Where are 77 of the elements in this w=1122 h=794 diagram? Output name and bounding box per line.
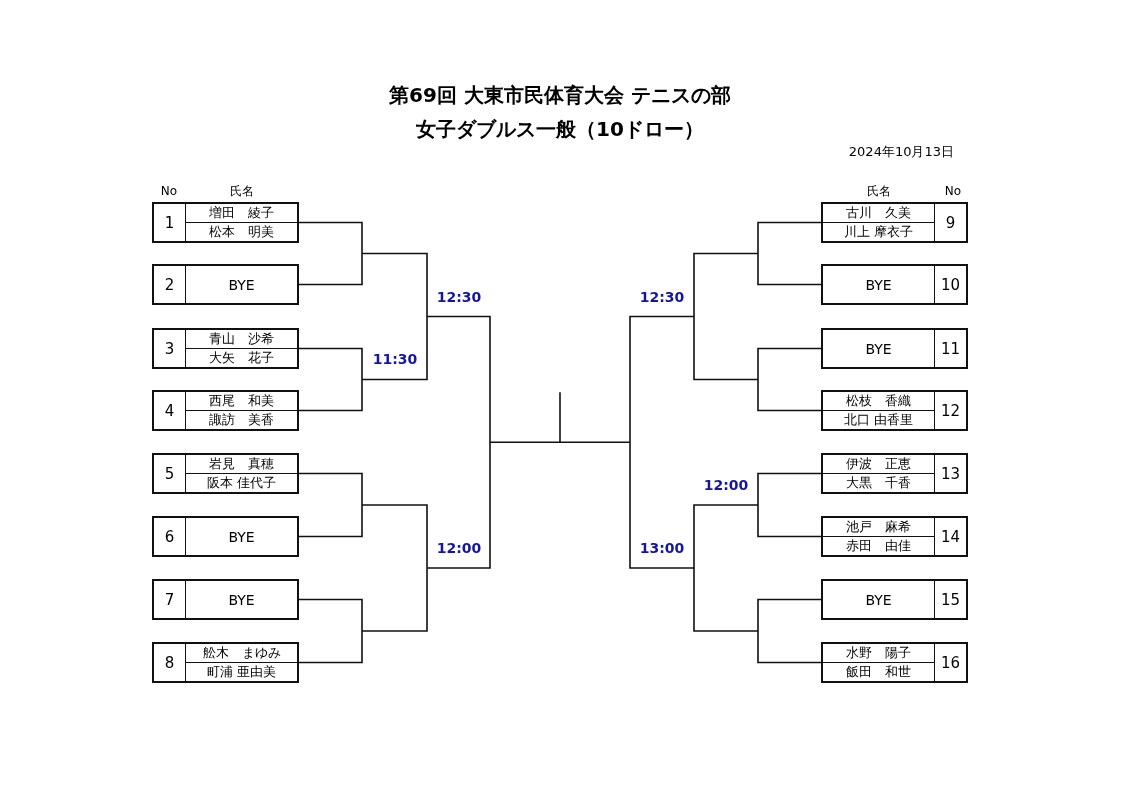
player-name: 松本 明美 xyxy=(208,223,275,241)
player-name: 池戸 麻希 xyxy=(823,518,934,537)
bye-label: BYE xyxy=(227,590,256,610)
seed-number: 11 xyxy=(934,330,966,367)
player-name: 水野 陽子 xyxy=(823,644,934,663)
seed-number: 6 xyxy=(154,518,186,555)
subtitle: 女子ダブルス一般（10ドロー） xyxy=(416,117,704,141)
player-name: 川上 摩衣子 xyxy=(842,223,915,241)
seed-number: 3 xyxy=(154,330,186,367)
entry-box xyxy=(821,579,968,620)
seed-number: 13 xyxy=(934,455,966,492)
bracket-line xyxy=(298,472,363,538)
seed-number: 4 xyxy=(154,392,186,429)
player-name: 飯田 和世 xyxy=(845,663,912,681)
entry-box xyxy=(152,453,299,494)
seed-number: 12 xyxy=(934,392,966,429)
column-header: No xyxy=(944,185,962,199)
player-name: 舩木 まゆみ xyxy=(186,644,297,663)
entry-box xyxy=(821,390,968,431)
player-name: 大黒 千香 xyxy=(845,474,912,492)
title: 第69回 大東市民体育大会 テニスの部 xyxy=(389,83,731,107)
entry-box xyxy=(821,264,968,305)
entry-box xyxy=(152,642,299,683)
bracket-line xyxy=(757,472,822,538)
entry-box xyxy=(152,264,299,305)
bye-label: BYE xyxy=(864,275,893,295)
player-name: 伊波 正恵 xyxy=(823,455,934,474)
seed-number: 2 xyxy=(154,266,186,303)
entry-box xyxy=(152,390,299,431)
entry-box xyxy=(821,642,968,683)
player-name: 阪本 佳代子 xyxy=(205,474,278,492)
entry-box xyxy=(821,202,968,243)
player-name: 松枝 香織 xyxy=(823,392,934,411)
entry-box xyxy=(152,579,299,620)
date-text: 2024年10月13日 xyxy=(848,144,954,160)
seed-number: 1 xyxy=(154,204,186,241)
entry-box xyxy=(152,328,299,369)
seed-number: 16 xyxy=(934,644,966,681)
player-name: 西尾 和美 xyxy=(186,392,297,411)
match-time: 11:30 xyxy=(372,350,418,368)
player-name: 古川 久美 xyxy=(823,204,934,223)
player-name: 諏訪 美香 xyxy=(208,411,275,429)
entry-box xyxy=(821,328,968,369)
player-name: 赤田 由佳 xyxy=(845,537,912,555)
seed-number: 9 xyxy=(934,204,966,241)
bye-label: BYE xyxy=(227,527,256,547)
player-name: 大矢 花子 xyxy=(208,349,275,367)
seed-number: 8 xyxy=(154,644,186,681)
seed-number: 5 xyxy=(154,455,186,492)
seed-number: 14 xyxy=(934,518,966,555)
match-time: 12:30 xyxy=(436,288,482,306)
seed-number: 10 xyxy=(934,266,966,303)
bracket-line xyxy=(298,598,363,664)
player-name: 町浦 亜由美 xyxy=(205,663,278,681)
seed-number: 7 xyxy=(154,581,186,618)
bracket-line xyxy=(757,221,822,286)
entry-box xyxy=(821,453,968,494)
bye-label: BYE xyxy=(864,339,893,359)
column-header: No xyxy=(160,185,178,199)
match-time: 12:30 xyxy=(639,288,685,306)
player-name: 青山 沙希 xyxy=(186,330,297,349)
bracket-line xyxy=(298,221,363,286)
entry-box xyxy=(152,202,299,243)
match-time: 13:00 xyxy=(639,539,685,557)
player-name: 増田 綾子 xyxy=(186,204,297,223)
bracket-line xyxy=(757,598,822,664)
seed-number: 15 xyxy=(934,581,966,618)
player-name: 岩見 真穂 xyxy=(186,455,297,474)
bye-label: BYE xyxy=(864,590,893,610)
bracket-line xyxy=(298,347,363,412)
bye-label: BYE xyxy=(227,275,256,295)
bracket-line xyxy=(757,347,822,412)
entry-box xyxy=(152,516,299,557)
entry-box xyxy=(821,516,968,557)
match-time: 12:00 xyxy=(703,476,749,494)
player-name: 北口 由香里 xyxy=(842,411,915,429)
match-time: 12:00 xyxy=(436,539,482,557)
